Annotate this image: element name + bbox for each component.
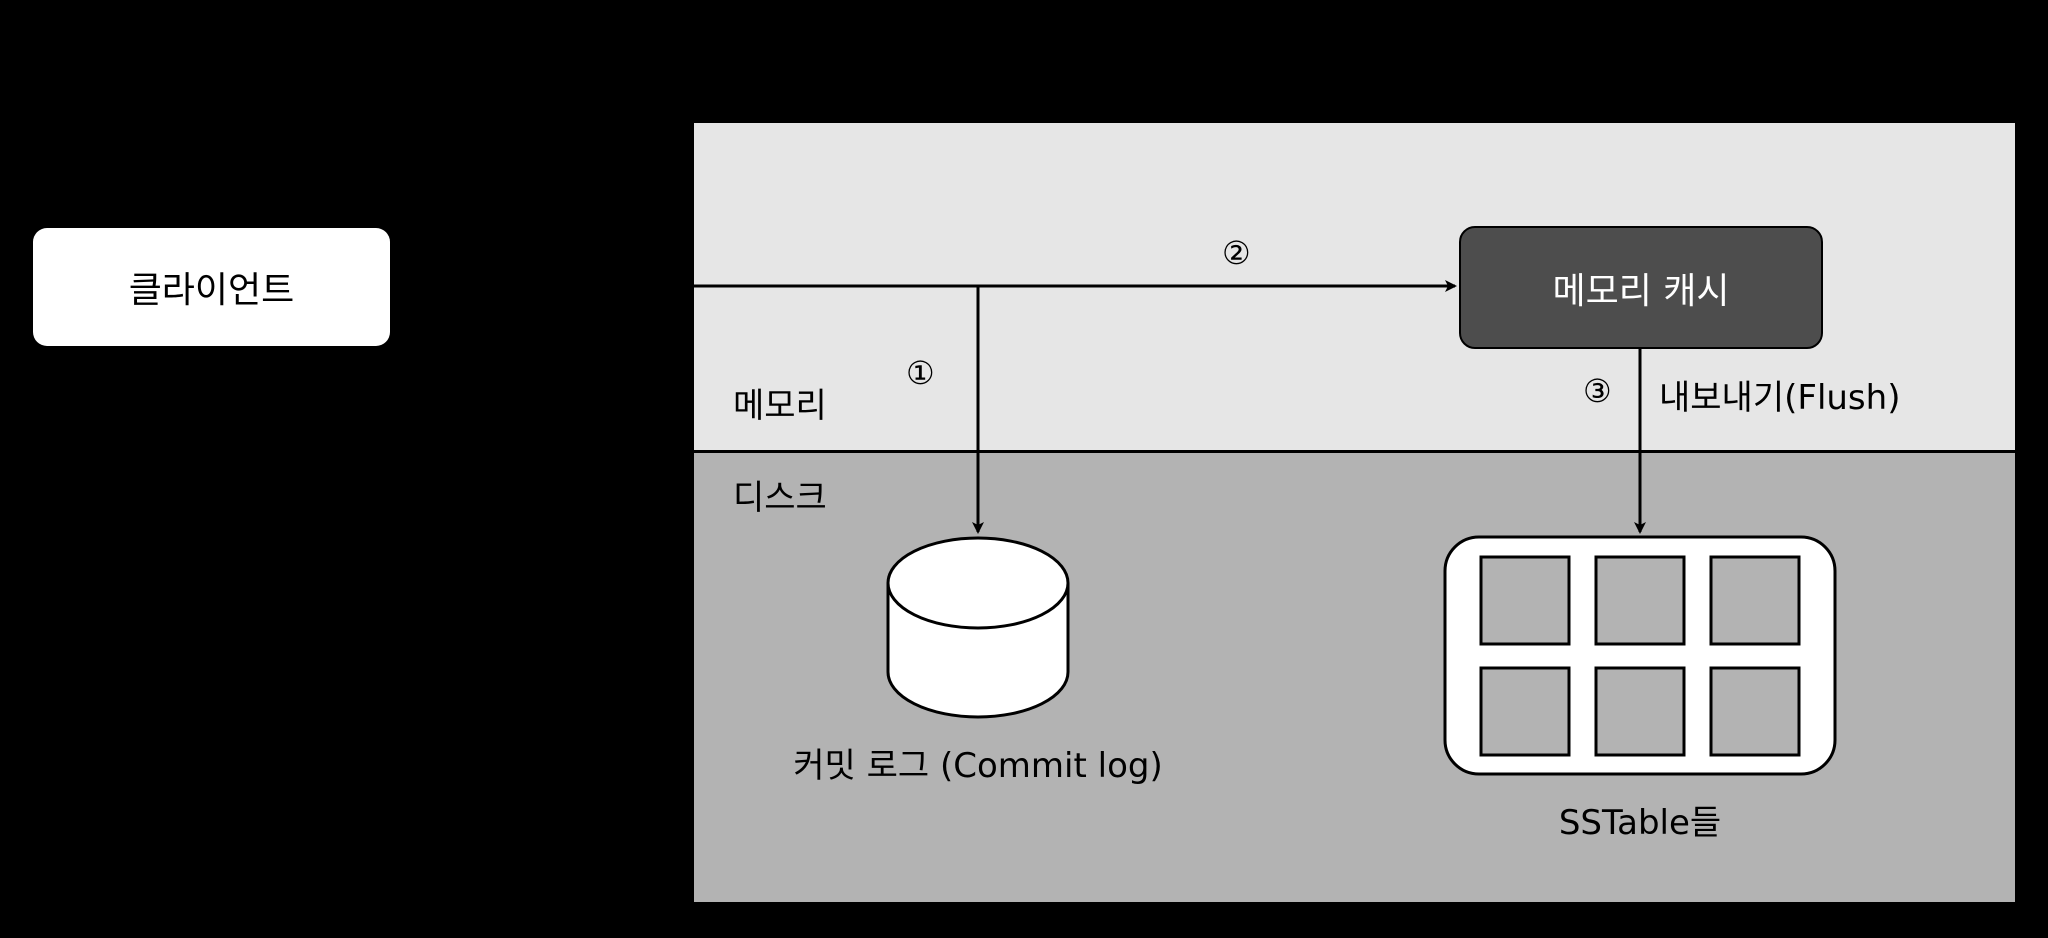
memory-cache-node: 메모리 캐시 <box>1459 226 1823 349</box>
memory-zone-label: 메모리 <box>733 386 827 426</box>
sstables-label: SSTable들 <box>1558 803 1722 843</box>
memory-cache-label: 메모리 캐시 <box>1552 270 1730 312</box>
commit-log-label: 커밋 로그 (Commit log) <box>793 746 1163 786</box>
client-label: 클라이언트 <box>128 270 295 311</box>
flush-label: 내보내기(Flush) <box>1659 378 1901 418</box>
memory-disk-divider <box>694 450 2015 453</box>
client-node: 클라이언트 <box>33 228 390 346</box>
step-2-marker: ② <box>1222 234 1251 272</box>
step-3-marker: ③ <box>1583 372 1612 410</box>
disk-zone-label: 디스크 <box>733 478 827 518</box>
sstables-container <box>1443 535 1837 776</box>
database-cylinder-icon <box>886 536 1070 719</box>
step-1-marker: ① <box>906 354 935 392</box>
